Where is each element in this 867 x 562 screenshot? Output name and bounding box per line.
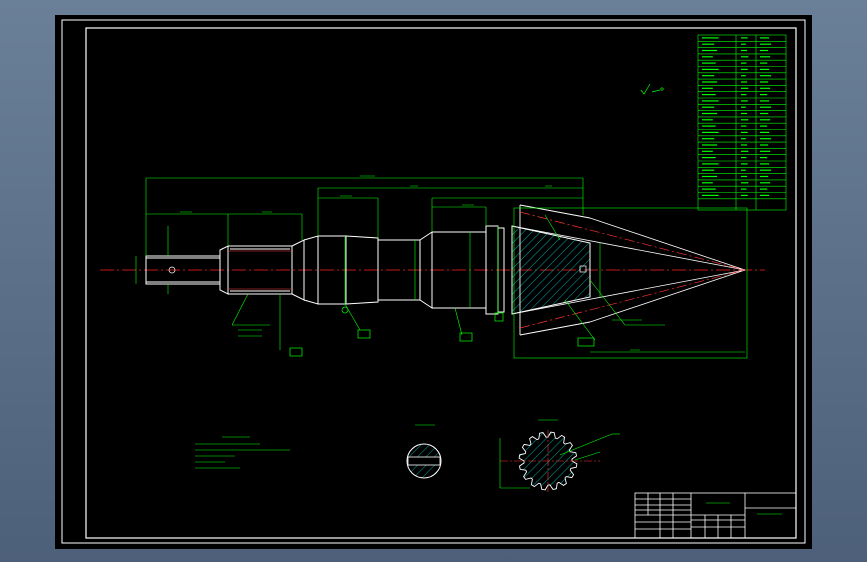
outer-frame: [61, 19, 806, 544]
inner-frame: [85, 27, 797, 539]
table-cell-mark: [760, 81, 769, 83]
table-cell-mark: [760, 106, 772, 108]
table-cell-mark: [760, 182, 771, 184]
table-cell-mark: [760, 49, 769, 52]
table-cell-mark: [702, 37, 719, 39]
table-cell-mark: [760, 119, 771, 121]
table-cell-mark: [741, 169, 746, 171]
table-cell-mark: [702, 112, 718, 115]
table-cell-mark: [741, 106, 746, 108]
table-cell-mark: [702, 68, 719, 70]
table-cell-mark: [741, 175, 748, 178]
table-cell-mark: [702, 175, 718, 178]
table-cell-mark: [702, 194, 719, 196]
table-cell-mark: [741, 49, 748, 52]
table-cell-mark: [760, 112, 769, 115]
table-cell-mark: [760, 100, 770, 102]
table-cell-mark: [760, 62, 768, 64]
table-cell-mark: [760, 131, 770, 133]
cone-envelope: [519, 204, 591, 336]
table-cell-mark: [760, 138, 772, 140]
table-cell-mark: [741, 163, 748, 165]
table-cell-mark: [760, 56, 771, 58]
parameter-table-text: [702, 37, 772, 196]
table-cell-mark: [760, 43, 772, 45]
table-cell-mark: [702, 163, 719, 165]
table-cell-mark: [702, 49, 718, 52]
table-cell-mark: [702, 131, 719, 133]
table-cell-mark: [741, 182, 749, 184]
table-cell-mark: [741, 43, 746, 45]
circle-symbols: [168, 266, 349, 314]
table-cell-mark: [702, 157, 716, 159]
table-cell-mark: [760, 75, 772, 77]
table-cell-mark: [741, 62, 747, 64]
table-cell-mark: [741, 157, 747, 159]
table-cell-mark: [741, 188, 747, 190]
table-cell-mark: [741, 150, 749, 152]
datum-boxes: [289, 265, 595, 357]
shaft-outline: [145, 225, 505, 315]
table-cell-mark: [741, 37, 748, 39]
table-cell-mark: [741, 131, 748, 133]
thread-marks: [228, 250, 292, 290]
cone-section: [511, 225, 591, 315]
surface-finish-note: [640, 83, 664, 95]
table-cell-mark: [702, 125, 716, 127]
table-cell-mark: [760, 157, 768, 159]
table-cell-mark: [760, 169, 772, 171]
table-cell-mark: [741, 194, 748, 196]
table-cell-mark: [760, 125, 768, 127]
table-cell-mark: [741, 144, 748, 146]
table-cell-mark: [741, 87, 749, 89]
table-cell-mark: [741, 100, 748, 102]
table-cell-mark: [702, 188, 716, 190]
table-cell-mark: [702, 150, 713, 152]
table-cell-mark: [741, 125, 747, 127]
table-cell-mark: [702, 81, 718, 83]
table-cell-mark: [760, 68, 770, 70]
table-cell-mark: [760, 188, 768, 190]
table-cell-mark: [760, 150, 771, 152]
table-cell-mark: [702, 138, 715, 140]
title-block-marks: [706, 502, 782, 515]
table-cell-mark: [702, 106, 715, 108]
table-cell-mark: [760, 94, 768, 96]
table-cell-mark: [760, 144, 769, 146]
table-cell-mark: [702, 182, 713, 184]
table-cell-mark: [702, 119, 713, 121]
table-cell-mark: [741, 138, 746, 140]
table-cell-mark: [760, 163, 770, 165]
table-cell-mark: [741, 81, 748, 83]
table-cell-mark: [702, 56, 713, 58]
table-cell-mark: [741, 68, 748, 70]
dimension-ticks: [180, 175, 642, 351]
section-view-b: [406, 424, 442, 479]
table-cell-mark: [702, 43, 715, 45]
parameter-table: [697, 34, 787, 211]
table-cell-mark: [702, 144, 718, 146]
table-cell-mark: [702, 100, 719, 102]
section-view-c: [499, 419, 620, 492]
table-cell-mark: [741, 56, 749, 58]
cone-red-lines: [519, 211, 746, 329]
table-cell-mark: [760, 175, 769, 178]
table-cell-mark: [760, 37, 770, 39]
table-cell-mark: [741, 112, 748, 115]
technical-requirements: [195, 436, 290, 469]
title-block: [634, 492, 797, 539]
table-cell-mark: [741, 119, 749, 121]
table-cell-mark: [702, 62, 716, 64]
table-cell-mark: [760, 194, 770, 196]
table-cell-mark: [702, 169, 715, 171]
table-cell-mark: [702, 75, 715, 77]
table-cell-mark: [741, 94, 747, 96]
table-cell-mark: [760, 87, 771, 89]
dimension-lines: [135, 177, 748, 359]
table-cell-mark: [741, 75, 746, 77]
table-cell-mark: [702, 87, 713, 89]
table-cell-mark: [702, 94, 716, 96]
